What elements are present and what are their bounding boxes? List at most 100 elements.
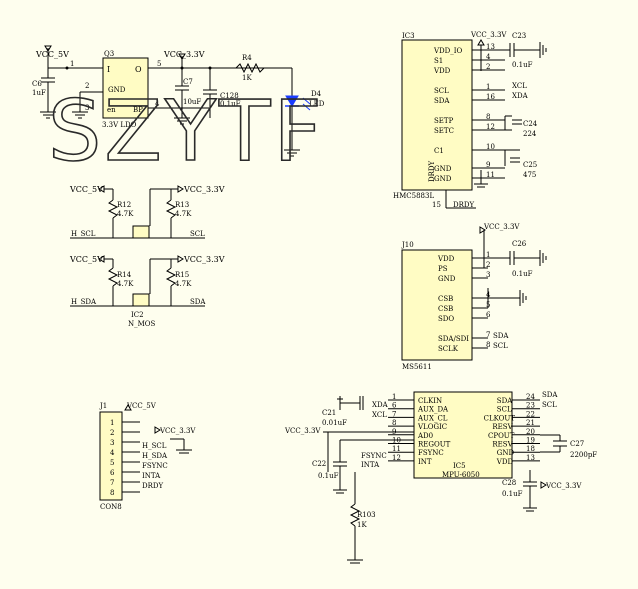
svg-text:VCC_3.3V: VCC_3.3V <box>159 427 196 435</box>
ic3-pin-label: VDD <box>433 67 451 75</box>
svg-text:VCC_5V: VCC_5V <box>69 185 103 194</box>
ic2-ref: IC2 <box>131 311 144 319</box>
svg-text:XCL: XCL <box>372 411 387 419</box>
svg-text:VCC_3.3V: VCC_3.3V <box>284 427 321 435</box>
c24-value: 224 <box>523 130 537 138</box>
ic5-pin-number: 6 <box>392 402 397 410</box>
j1-pin-number: 1 <box>110 419 114 427</box>
net-vcc33v-label: VCC_3.3V <box>163 50 205 59</box>
ic3-pin-label: C1 <box>434 147 444 155</box>
svg-text:BP: BP <box>133 106 143 114</box>
level-shifter: VCC_5V R12 4.7K VCC_3.3V R13 4.7K H_SCL … <box>69 185 225 328</box>
c6-ref: C6 <box>32 80 42 88</box>
j1-pin-number: 6 <box>110 469 115 477</box>
ic5-pin-number: 22 <box>526 410 535 418</box>
c7-value: 10uF <box>183 98 201 106</box>
j10-pin-label: CSB <box>438 305 453 313</box>
ic3-pin-label: SETC <box>434 127 454 135</box>
j10-pin-label: VDD <box>437 255 455 263</box>
ic3-pin-label: GND <box>434 165 452 173</box>
ic5-ref: IC5 <box>453 462 466 470</box>
ic3-pin-label: SETP <box>434 117 454 125</box>
r12-ref: R12 <box>117 201 131 209</box>
c6-value: 1uF <box>32 89 46 97</box>
c27-value: 2200pF <box>570 451 597 459</box>
regulator-part: 3.3V LDO <box>102 121 137 129</box>
ic3-pin-label: GND <box>434 175 452 183</box>
net-sda: SDA <box>190 298 206 306</box>
r14-ref: R14 <box>117 271 132 279</box>
j1-part: CON8 <box>100 503 122 511</box>
ic5-pin-number: 21 <box>526 419 535 427</box>
svg-text:1: 1 <box>70 60 74 68</box>
j1-pin-number: 5 <box>110 459 114 467</box>
ic3-pin-label: SCL <box>434 87 449 95</box>
ic5-pin-number: 19 <box>526 437 535 445</box>
c26-value: 0.1uF <box>512 270 533 278</box>
svg-text:FSYNC: FSYNC <box>361 452 387 460</box>
d4-ref: D4 <box>311 90 322 98</box>
ic5-pin-label: AD0 <box>417 432 433 440</box>
c22-value: 0.1uF <box>318 472 339 480</box>
c26-ref: C26 <box>512 240 527 248</box>
ic5-pin-number: 11 <box>392 445 401 453</box>
ic5-pin-label: CPOUT <box>488 432 515 440</box>
svg-text:INTA: INTA <box>361 461 380 469</box>
j1-pin-number: 3 <box>110 439 114 447</box>
ic5-pin-label: REGOUT <box>418 441 451 449</box>
svg-text:VCC_3.3V: VCC_3.3V <box>470 31 507 39</box>
ic3-pin-label: SDA <box>434 97 450 105</box>
c128-ref: C128 <box>220 92 239 100</box>
ic2-part: N_MOS <box>128 320 156 328</box>
ic5-pin-number: 20 <box>526 428 535 436</box>
j10-pin-number: 3 <box>486 271 490 279</box>
j1-pin-number: 2 <box>110 429 114 437</box>
svg-text:5: 5 <box>157 60 161 68</box>
c28-ref: C28 <box>502 479 516 487</box>
ic5-pin-label: GND <box>497 449 515 457</box>
d4-value: LED <box>309 100 325 108</box>
r4-value: 1K <box>242 74 252 82</box>
ic5-pin-label: FSYNC <box>418 449 444 457</box>
svg-text:VCC_3.3V: VCC_3.3V <box>183 255 225 264</box>
ic5-pin-label: RESV <box>492 423 513 431</box>
ic5-pin-number: 1 <box>392 393 396 401</box>
ic5-pin-number: 13 <box>526 454 535 462</box>
r4-ref: R4 <box>242 54 252 62</box>
regulator-body <box>102 57 149 119</box>
watermark-text: SZYTF <box>48 82 325 180</box>
j1-pin-number: 8 <box>110 489 114 497</box>
ic3-pin-number: 12 <box>486 123 495 131</box>
c7-ref: C7 <box>183 78 193 86</box>
ic5-pin-label: VLOGIC <box>417 423 447 431</box>
svg-text:H_SDA: H_SDA <box>142 452 168 460</box>
ic5-pin-number: 7 <box>392 410 396 418</box>
c24-ref: C24 <box>523 120 538 128</box>
ic5-pin-label: VDD <box>496 458 514 466</box>
ic5-imu: IC5 MPU-6050 CLKIN1AUX_DA6AUX_CL7VLOGIC8… <box>284 391 597 564</box>
j10-pin-label: CSB <box>438 295 453 303</box>
j10-ref: J10 <box>401 241 414 249</box>
svg-text:DRDY: DRDY <box>142 482 163 490</box>
ic5-pin-number: 12 <box>392 454 401 462</box>
j10-pin-number: 1 <box>486 251 490 259</box>
ic3-pin-number: 8 <box>486 113 490 121</box>
c25-value: 475 <box>523 171 536 179</box>
r13-value: 4.7K <box>175 210 192 218</box>
net-vcc5v-label: VCC_5V <box>35 50 69 59</box>
j10-pin-number: 7 <box>486 331 490 339</box>
svg-text:FSYNC: FSYNC <box>142 462 168 470</box>
svg-text:XDA: XDA <box>512 92 529 100</box>
ic5-pin-label: SDA <box>497 397 513 405</box>
c27-ref: C27 <box>570 440 584 448</box>
power-section: VCC_5V 1 C6 1uF Q3 I O GND en BP 3.3V LD… <box>32 45 325 157</box>
svg-text:VCC_5V: VCC_5V <box>126 402 157 410</box>
net-hsda: H_SDA <box>71 298 97 306</box>
svg-text:H_SCL: H_SCL <box>142 442 167 450</box>
ic5-pin-number: 18 <box>526 445 535 453</box>
j10-pin-number: 8 <box>486 341 490 349</box>
r15-ref: R15 <box>175 271 189 279</box>
c128-value: 0.1uF <box>220 100 241 108</box>
